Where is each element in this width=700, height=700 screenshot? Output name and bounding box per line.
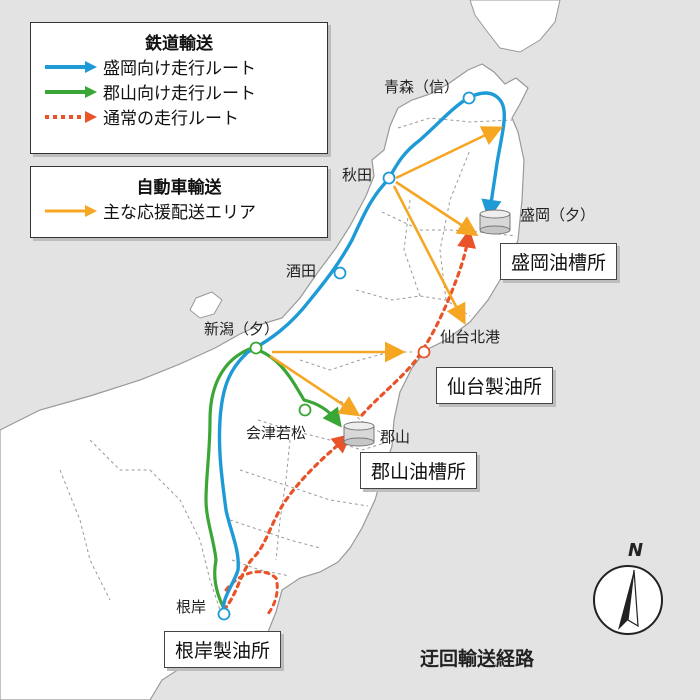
compass-label: N: [628, 540, 644, 561]
legend-item-koriyama-route: 郡山向け走行ルート: [43, 79, 315, 104]
legend-rail: 鉄道輸送 盛岡向け走行ルート 郡山向け走行ルート 通常の走行ルート: [30, 22, 328, 154]
label-aizuwakamatsu: 会津若松: [246, 424, 307, 442]
truck-arrow-akita-morioka: [395, 180, 479, 237]
station-markers: [217, 91, 476, 621]
truck-arrow-niigata-koriyama: [269, 354, 361, 417]
label-niigata: 新潟（夕）: [204, 320, 280, 338]
station-sendai-kitako: [417, 345, 431, 359]
station-negishi: [217, 607, 231, 621]
legend-label-truck-delivery: 主な応援配送エリア: [103, 203, 256, 223]
map-caption: 迂回輸送経路: [420, 648, 535, 670]
tank-icon-morioka: [479, 209, 511, 235]
facility-koriyama-depot: 郡山油槽所: [360, 452, 478, 489]
orange-arrow-icon: [45, 204, 97, 217]
legend-item-normal-route: 通常の走行ルート: [43, 104, 315, 129]
dotted-arrow-icon: [45, 110, 97, 123]
legend-truck-title: 自動車輸送: [136, 178, 222, 198]
label-akita: 秋田: [342, 166, 373, 184]
compass-icon: [593, 565, 663, 635]
hokkaido-landmass: [469, 0, 561, 53]
legend-label-koriyama-route: 郡山向け走行ルート: [103, 84, 256, 104]
station-sakata: [333, 266, 347, 280]
legend-label-morioka-route: 盛岡向け走行ルート: [103, 59, 256, 79]
truck-arrow-akita-ne: [395, 126, 504, 180]
legend-item-morioka-route: 盛岡向け走行ルート: [43, 54, 315, 79]
normal-route-branch: [224, 570, 279, 618]
blue-arrow-icon: [45, 60, 97, 73]
station-akita: [382, 171, 396, 185]
legend-rail-title: 鉄道輸送: [145, 34, 213, 54]
facility-morioka-depot: 盛岡油槽所: [500, 243, 618, 280]
tank-icon-koriyama: [343, 421, 375, 447]
facility-sendai-refinery: 仙台製油所: [436, 367, 554, 404]
label-sakata: 酒田: [286, 262, 317, 280]
label-negishi: 根岸: [176, 598, 207, 616]
morioka-route-line: [217, 91, 506, 616]
truck-arrow-akita-sendai: [392, 185, 466, 325]
station-aomori: [462, 91, 476, 105]
label-koriyama: 郡山: [380, 428, 411, 446]
legend-truck: 自動車輸送 主な応援配送エリア: [30, 166, 328, 238]
label-morioka: 盛岡（夕）: [520, 206, 596, 224]
koriyama-route-line: [204, 346, 342, 614]
prefecture-borders: [59, 117, 517, 611]
station-aizuwakamatsu: [298, 403, 312, 417]
label-aomori: 青森（信）: [384, 78, 460, 96]
label-sendai-kitako: 仙台北港: [440, 328, 501, 346]
truck-delivery-arrows: [269, 126, 504, 417]
green-arrow-icon: [45, 85, 97, 98]
station-niigata: [249, 341, 263, 355]
normal-route-line: [222, 433, 352, 612]
normal-route-line-north: [360, 228, 477, 417]
legend-label-normal-route: 通常の走行ルート: [103, 109, 239, 129]
facility-negishi-refinery: 根岸製油所: [164, 631, 282, 668]
sado-island: [189, 291, 223, 319]
legend-item-truck-delivery: 主な応援配送エリア: [43, 198, 315, 223]
